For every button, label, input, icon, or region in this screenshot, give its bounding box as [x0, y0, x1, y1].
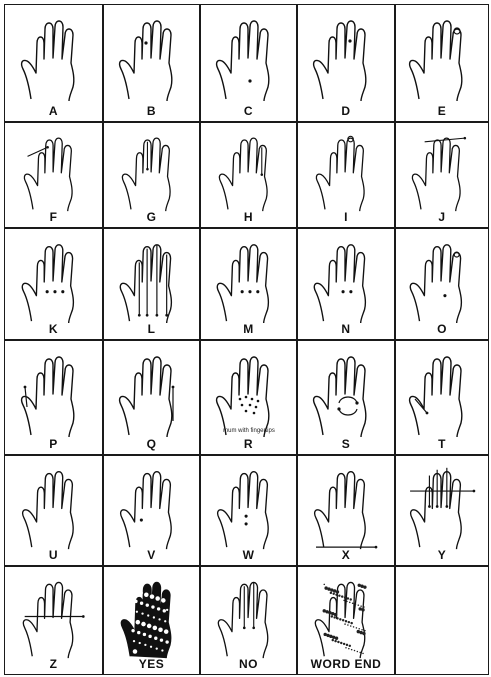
hand-drawing: [311, 129, 381, 213]
hand-letter-label: J: [396, 210, 488, 224]
hand-cell: WORD END: [297, 566, 395, 675]
hand-letter-label: N: [298, 322, 394, 336]
hand-cell: X: [297, 455, 395, 566]
hand-cell: D: [297, 4, 395, 122]
hand-drawing: [117, 129, 187, 213]
hand-drawing: [19, 11, 89, 103]
hand-drawing: [19, 462, 89, 551]
hand-drawing: [214, 235, 284, 325]
hand-cell: T: [395, 340, 489, 455]
hand-drawing: [117, 573, 187, 660]
hand-drawing: [214, 11, 284, 103]
hand-cell: N: [297, 228, 395, 340]
hand-drawing: [311, 235, 381, 325]
hand-letter-label: Y: [396, 548, 488, 562]
hand-drawing: [311, 11, 381, 103]
hand-letter-label: I: [298, 210, 394, 224]
hand-letter-label: R: [201, 437, 296, 451]
hand-drawing: [214, 129, 284, 213]
hand-letter-label: B: [104, 104, 199, 118]
hand-drawing: [407, 347, 477, 439]
hand-cell: U: [4, 455, 103, 566]
hand-letter-label: W: [201, 548, 296, 562]
hand-letter-label: S: [298, 437, 394, 451]
hand-letter-label: O: [396, 322, 488, 336]
hand-cell: M: [200, 228, 297, 340]
hand-letter-label: T: [396, 437, 488, 451]
hand-letter-label: WORD END: [298, 657, 394, 671]
hand-cell: G: [103, 122, 200, 228]
hand-cell: NO: [200, 566, 297, 675]
hand-letter-label: H: [201, 210, 296, 224]
hand-drawing: [407, 129, 477, 213]
hand-letter-label: G: [104, 210, 199, 224]
hand-drawing: [117, 11, 187, 103]
hand-letter-label: V: [104, 548, 199, 562]
hand-drawing: [214, 462, 284, 551]
hand-drawing: [311, 573, 381, 660]
hand-cell: C: [200, 4, 297, 122]
hand-cell: [395, 566, 489, 675]
hand-letter-label: NO: [201, 657, 296, 671]
hand-drawing: [117, 235, 187, 325]
hand-cell: W: [200, 455, 297, 566]
hand-letter-label: Q: [104, 437, 199, 451]
hand-letter-label: M: [201, 322, 296, 336]
hand-drawing: [117, 462, 187, 551]
hand-cell: E: [395, 4, 489, 122]
hand-letter-label: F: [5, 210, 102, 224]
hand-drawing: [311, 347, 381, 439]
hand-drawing: [19, 347, 89, 439]
hand-cell: YES: [103, 566, 200, 675]
hand-drawing: [19, 235, 89, 325]
hand-drawing: [19, 573, 89, 660]
hand-cell: Q: [103, 340, 200, 455]
hand-letter-label: E: [396, 104, 488, 118]
hand-letter-label: X: [298, 548, 394, 562]
hand-cell: K: [4, 228, 103, 340]
hand-cell: O: [395, 228, 489, 340]
hand-drawing: [214, 573, 284, 660]
hand-cell: F: [4, 122, 103, 228]
hand-drawing: [117, 347, 187, 439]
hand-drawing: [407, 11, 477, 103]
hand-drawing: [311, 462, 381, 551]
hand-cell: A: [4, 4, 103, 122]
hand-cell: Y: [395, 455, 489, 566]
hand-cell: S: [297, 340, 395, 455]
hand-cell: P: [4, 340, 103, 455]
hand-letter-label: D: [298, 104, 394, 118]
hand-cell: Z: [4, 566, 103, 675]
hand-drawing: [407, 235, 477, 325]
hand-note: mum with fingertips: [203, 428, 295, 434]
hand-letter-label: L: [104, 322, 199, 336]
hand-drawing: [214, 347, 284, 439]
hand-letter-label: K: [5, 322, 102, 336]
hand-cell: L: [103, 228, 200, 340]
hand-cell: V: [103, 455, 200, 566]
hand-cell: H: [200, 122, 297, 228]
hand-letter-label: Z: [5, 657, 102, 671]
hand-cell: J: [395, 122, 489, 228]
hand-letter-label: YES: [104, 657, 199, 671]
hand-letter-label: P: [5, 437, 102, 451]
hand-cell: B: [103, 4, 200, 122]
hand-drawing: [19, 129, 89, 213]
hand-letter-label: U: [5, 548, 102, 562]
hand-letter-label: A: [5, 104, 102, 118]
hand-letter-label: C: [201, 104, 296, 118]
hand-cell: I: [297, 122, 395, 228]
hand-drawing: [407, 462, 477, 551]
